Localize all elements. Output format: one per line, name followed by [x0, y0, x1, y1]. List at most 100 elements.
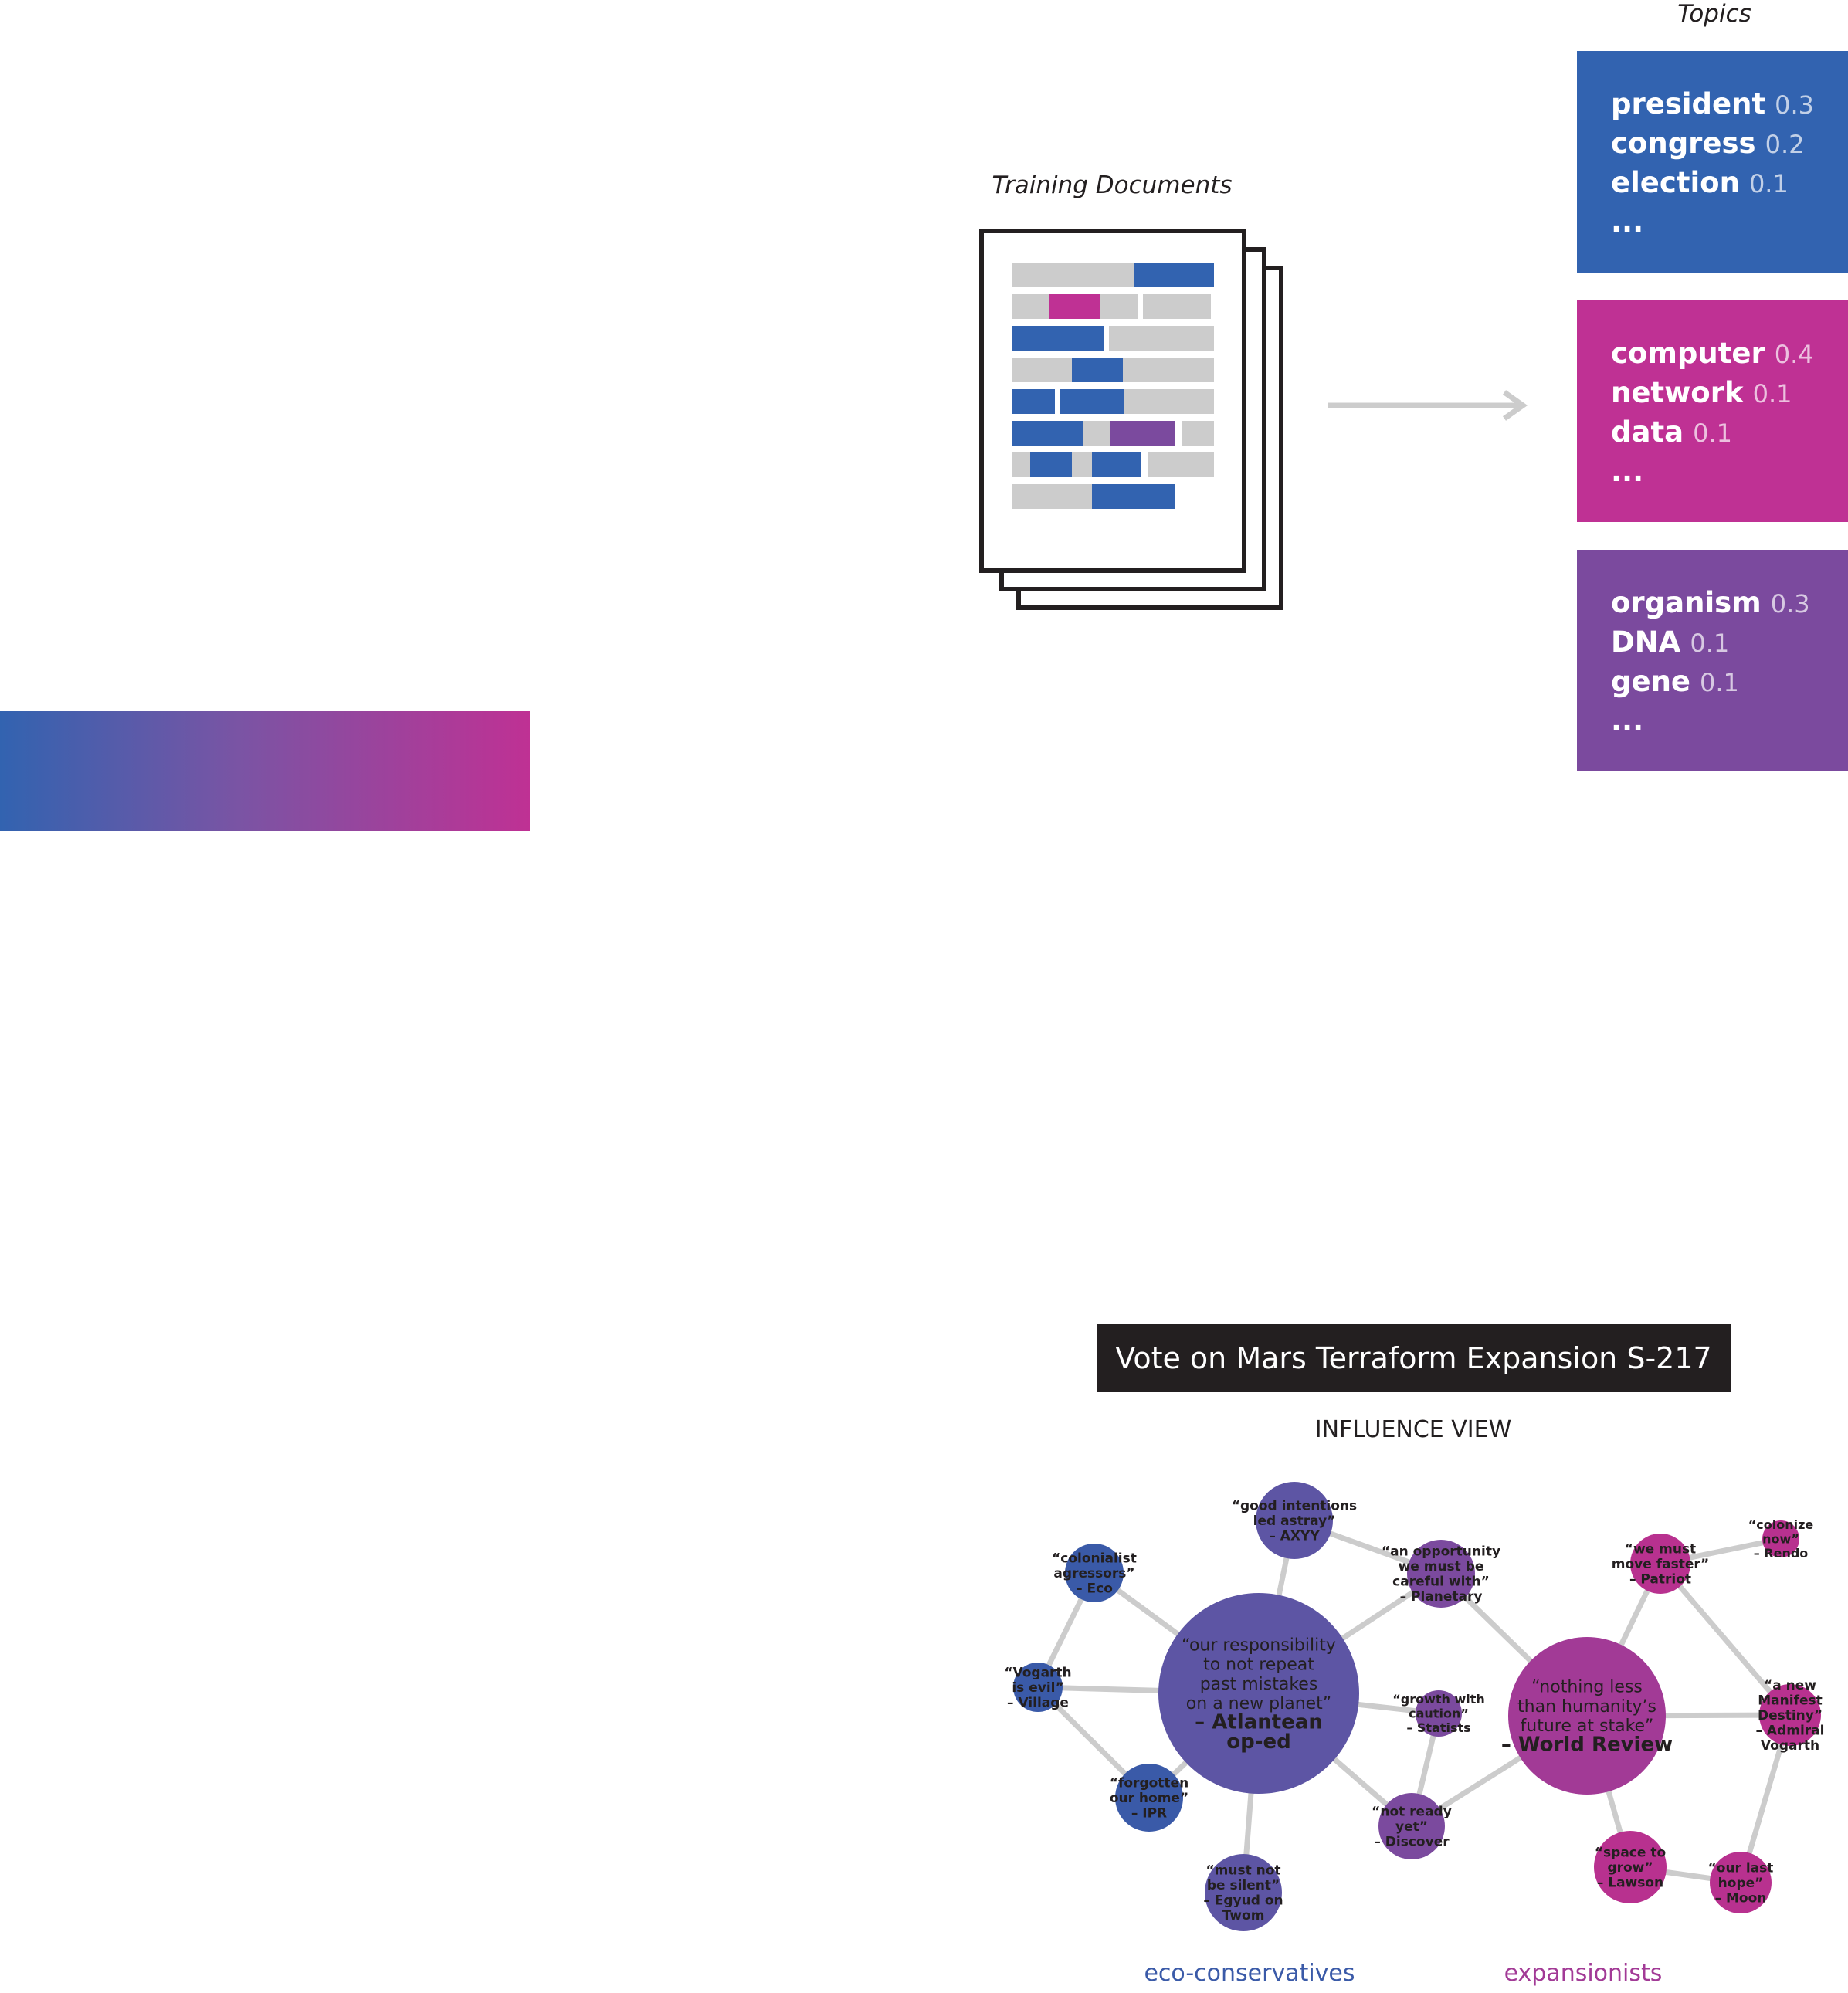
topic-word-label: gene: [1611, 665, 1691, 698]
word-block-gray: [1012, 263, 1134, 287]
word-block-blue: [1030, 452, 1072, 477]
node-text: “good intentions: [1232, 1498, 1357, 1513]
node-circle: [1256, 1482, 1333, 1559]
node-text: agressors”: [1053, 1566, 1134, 1581]
word-block-blue: [1012, 326, 1104, 351]
topic-word: gene 0.1: [1611, 663, 1848, 702]
node-text: – Egyud on: [1203, 1893, 1283, 1909]
node-text: hope”: [1718, 1876, 1764, 1891]
word-block-blue: [1092, 452, 1141, 477]
topic-word-label: organism: [1611, 586, 1762, 619]
node-text: on a new planet”: [1186, 1694, 1331, 1713]
topic-word-probability: 0.1: [1690, 629, 1730, 658]
node-text: “forgotten: [1110, 1775, 1188, 1791]
node-text: to not repeat: [1203, 1656, 1314, 1675]
node-text: “space to: [1595, 1845, 1666, 1860]
word-block-magenta: [1049, 294, 1100, 319]
node-circle: [1013, 1663, 1063, 1712]
node-text: be silent”: [1207, 1878, 1280, 1893]
node-text: “a new: [1764, 1678, 1816, 1693]
topic-word-probability: 0.2: [1765, 130, 1805, 159]
node-circle: [1710, 1852, 1772, 1913]
node-text: “colonialist: [1052, 1551, 1137, 1566]
node-text: led astray”: [1253, 1513, 1336, 1529]
word-block-gray: [1083, 421, 1110, 446]
topic-word-probability: 0.1: [1752, 379, 1792, 408]
word-block-gray: [1012, 452, 1030, 477]
word-block-gray: [1148, 452, 1214, 477]
node-text: past mistakes: [1200, 1675, 1318, 1694]
node-text: – IPR: [1131, 1805, 1167, 1821]
topic-word-probability: 0.3: [1775, 90, 1815, 120]
topic-word-label: DNA: [1611, 625, 1681, 659]
topic-word-probability: 0.1: [1693, 419, 1732, 448]
topic-word-probability: 0.3: [1770, 589, 1810, 619]
node-text: “must not: [1205, 1863, 1280, 1879]
node-text: op-ed: [1226, 1730, 1291, 1754]
topic-word-label: election: [1611, 166, 1740, 199]
node-text: “not ready: [1372, 1804, 1452, 1819]
node-text: – Rendo: [1754, 1546, 1809, 1561]
word-block-blue: [1092, 484, 1175, 509]
topic-word-label: president: [1611, 87, 1766, 120]
topic-more: ...: [1611, 205, 1644, 239]
word-block-gray: [1182, 421, 1214, 446]
node-text: caution”: [1409, 1707, 1469, 1721]
topic-box: president 0.3 congress 0.2 election 0.1...: [1577, 51, 1848, 273]
word-block-gray: [1012, 484, 1092, 509]
topic-word-probability: 0.1: [1700, 668, 1739, 697]
node-text: we must be: [1399, 1559, 1484, 1574]
node-text: – Statists: [1406, 1720, 1470, 1735]
word-block-gray: [1100, 294, 1138, 319]
topics-title: Topics: [1677, 0, 1751, 28]
word-block-blue: [1012, 389, 1055, 414]
node-text: “nothing less: [1531, 1678, 1643, 1697]
topic-more: ...: [1611, 455, 1644, 488]
node-circle: [1594, 1831, 1667, 1903]
node-circle: [1378, 1793, 1445, 1859]
node-text: Vogarth: [1761, 1738, 1819, 1754]
node-text: “Vogarth: [1004, 1665, 1071, 1680]
word-block-gray: [1012, 294, 1049, 319]
arrow-icon: [1328, 390, 1528, 421]
topic-word: election 0.1: [1611, 164, 1848, 203]
topic-word: DNA 0.1: [1611, 623, 1848, 663]
word-block-gray: [1123, 358, 1214, 382]
legend-eco-conservatives: eco-conservatives: [1144, 1960, 1355, 1987]
node-text: “our responsibility: [1182, 1635, 1336, 1655]
training-documents-title: Training Documents: [992, 171, 1233, 199]
topic-word-probability: 0.1: [1748, 169, 1789, 198]
node-circle: [1762, 1520, 1799, 1557]
topic-word: network 0.1: [1611, 374, 1848, 413]
word-block-gray: [1109, 326, 1214, 351]
node-text: “an opportunity: [1382, 1544, 1500, 1560]
topic-word-label: computer: [1611, 337, 1765, 370]
node-text: future at stake”: [1521, 1717, 1654, 1736]
node-circle: [1115, 1764, 1183, 1832]
node-text: – Village: [1007, 1695, 1069, 1710]
node-text: is evil”: [1012, 1680, 1063, 1696]
word-block-gray: [1072, 452, 1092, 477]
topic-word: congress 0.2: [1611, 124, 1848, 164]
topic-word-label: congress: [1611, 127, 1756, 160]
node-text: – Admiral: [1756, 1723, 1825, 1738]
node-text: “colonize: [1748, 1517, 1814, 1532]
topic-word-label: network: [1611, 376, 1744, 409]
vote-title-banner: Vote on Mars Terraform Expansion S-217: [1097, 1324, 1731, 1392]
node-text: careful with”: [1392, 1574, 1490, 1590]
topic-more: ...: [1611, 704, 1644, 737]
node-text: – AXYY: [1269, 1528, 1320, 1544]
node-text: – Planetary: [1400, 1589, 1483, 1605]
